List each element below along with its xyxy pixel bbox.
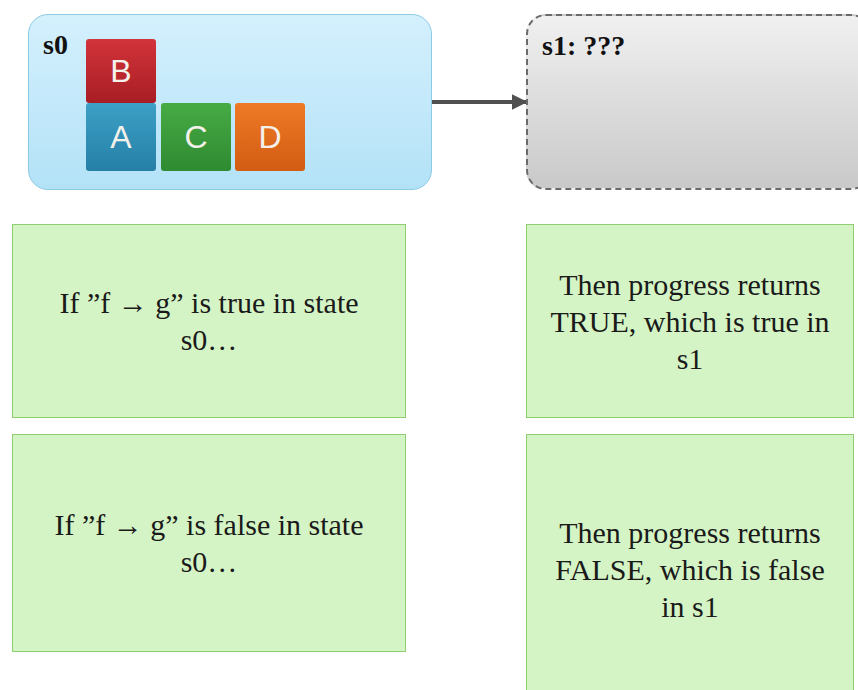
note-box: If ”f → g” is false in state s0… <box>12 434 406 652</box>
state-name: s0 <box>43 29 68 61</box>
note-text: Then progress returns TRUE, which is tru… <box>543 266 837 377</box>
note-text: Then progress returns FALSE, which is fa… <box>543 514 837 625</box>
block-box: D <box>235 103 305 171</box>
note-box: Then progress returns FALSE, which is fa… <box>526 434 854 690</box>
state-box: s0BA C D <box>28 14 432 190</box>
state-box: s1: ??? <box>526 14 858 190</box>
block-letter: A <box>110 119 131 156</box>
note-text: If ”f → g” is true in state s0… <box>29 284 389 358</box>
block-letter: C <box>184 119 207 156</box>
block-box: A <box>86 103 156 171</box>
block-box: B <box>86 39 156 103</box>
note-text: If ”f → g” is false in state s0… <box>29 506 389 580</box>
note-box: If ”f → g” is true in state s0… <box>12 224 406 418</box>
note-box: Then progress returns TRUE, which is tru… <box>526 224 854 418</box>
block-box: C <box>161 103 231 171</box>
block-letter: D <box>258 119 281 156</box>
transition-arrow <box>432 100 526 104</box>
state-name: s1: ??? <box>542 30 625 62</box>
block-letter: B <box>110 53 131 90</box>
